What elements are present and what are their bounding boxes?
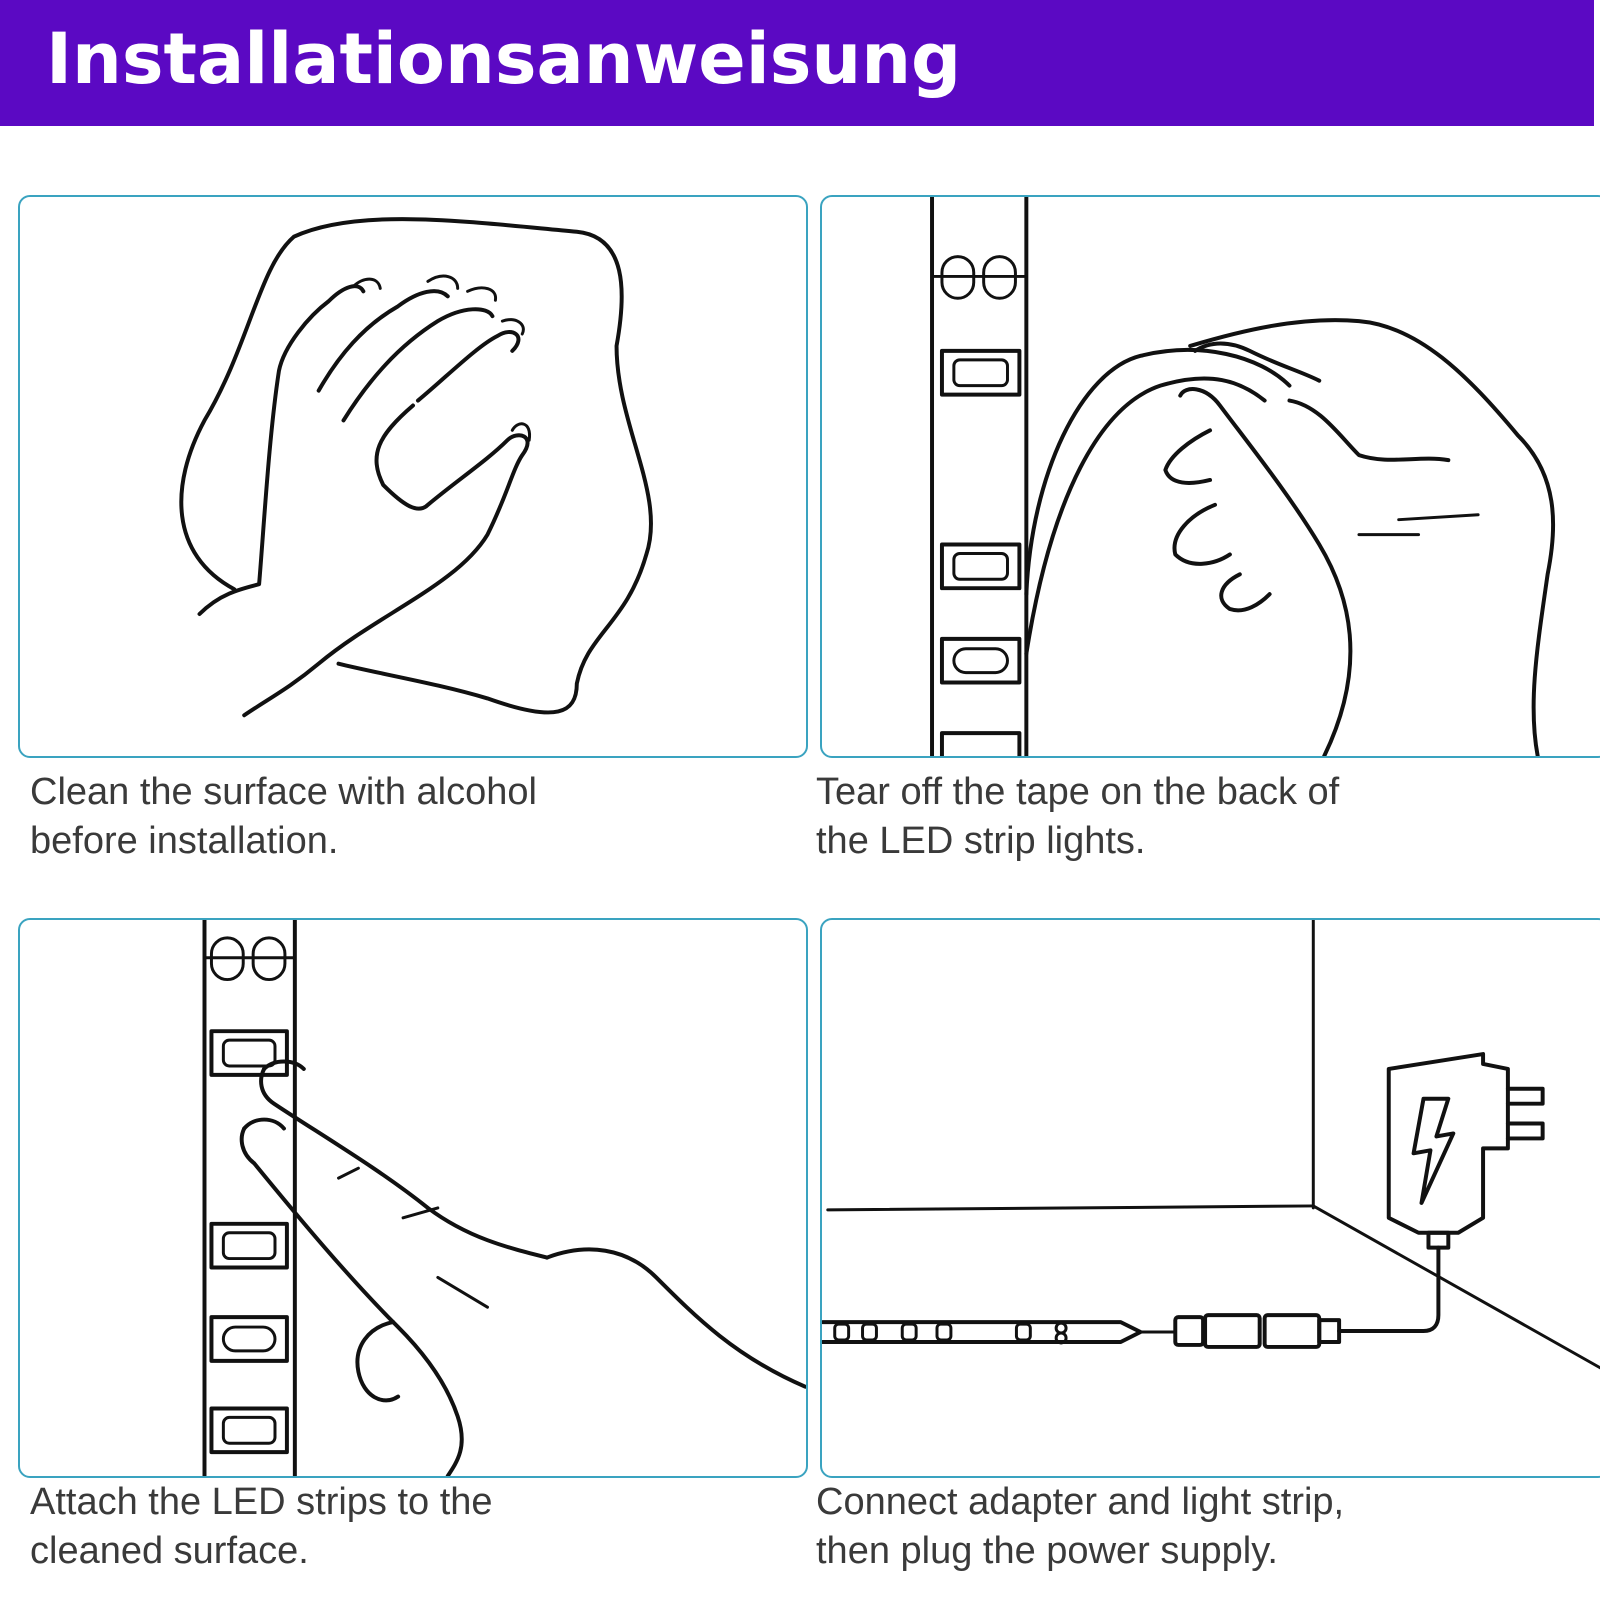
step-2-caption-line-1: Tear off the tape on the back of — [816, 771, 1340, 813]
step-3-caption-line-2: cleaned surface. — [30, 1530, 309, 1572]
hand-wiping-cloth-icon — [179, 217, 653, 718]
step-2-caption: Tear off the tape on the back of the LED… — [816, 768, 1339, 866]
step-2-caption-line-2: the LED strip lights. — [816, 820, 1146, 862]
power-adapter-connection-icon — [822, 920, 1600, 1370]
step-1-illustration — [18, 195, 808, 758]
step-3-illustration — [18, 918, 808, 1478]
step-1-caption-line-1: Clean the surface with alcohol — [30, 771, 537, 813]
step-4-illustration — [820, 918, 1600, 1478]
step-4-caption-line-1: Connect adapter and light strip, — [816, 1481, 1345, 1523]
title-banner: Installationsanweisung — [0, 0, 1594, 126]
step-3-caption-line-1: Attach the LED strips to the — [30, 1481, 493, 1523]
press-led-strip-icon — [202, 920, 806, 1476]
page-title: Installationsanweisung — [46, 18, 962, 100]
step-1-caption-line-2: before installation. — [30, 820, 339, 862]
step-1-caption: Clean the surface with alcohol before in… — [30, 768, 537, 866]
peel-tape-led-strip-icon — [930, 197, 1556, 756]
step-2-illustration — [820, 195, 1600, 758]
step-4-caption: Connect adapter and light strip, then pl… — [816, 1478, 1344, 1576]
step-3-caption: Attach the LED strips to the cleaned sur… — [30, 1478, 493, 1576]
step-4-caption-line-2: then plug the power supply. — [816, 1530, 1278, 1572]
